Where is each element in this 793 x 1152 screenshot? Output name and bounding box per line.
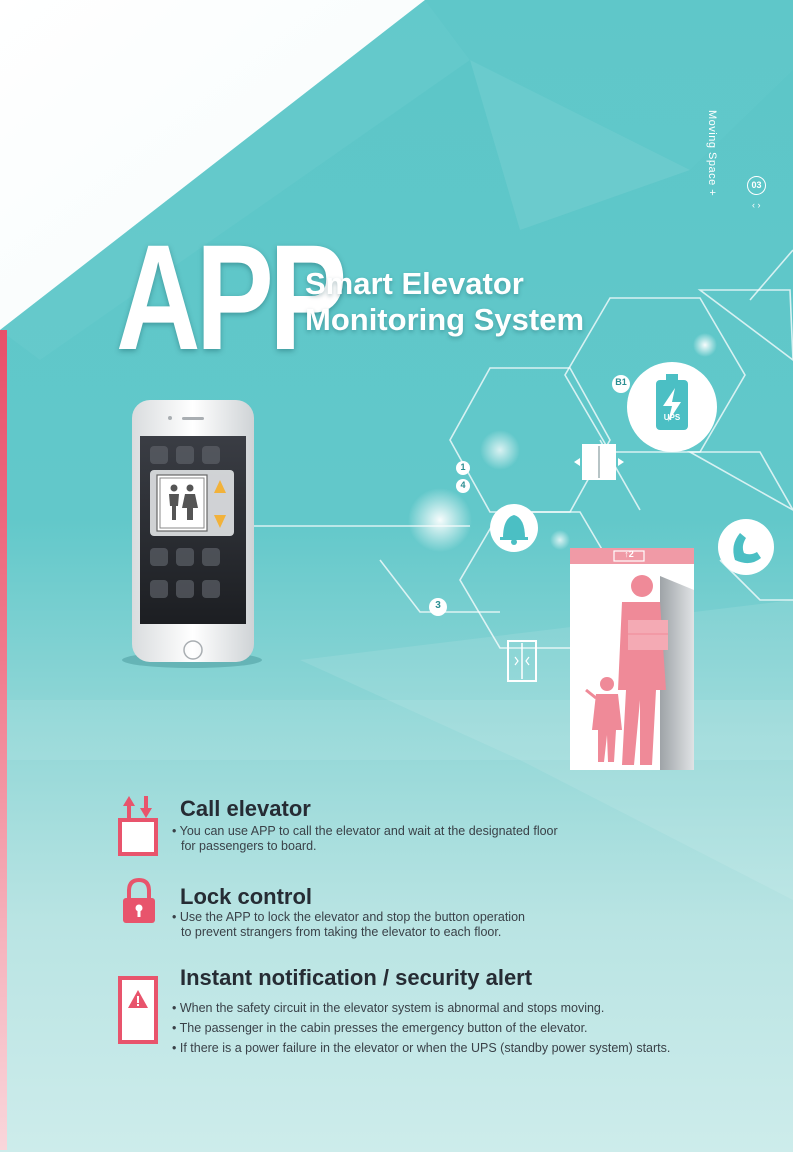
feature-line: • Use the APP to lock the elevator and s… — [172, 910, 525, 924]
badge-b1: B1 — [615, 377, 627, 387]
badge-floor-1: 1 — [460, 462, 466, 472]
phone-call-node — [718, 519, 774, 575]
page-number-badge: 03 — [747, 176, 766, 195]
feature-line: for passengers to board. — [181, 839, 317, 853]
hero-subtitle-line2: Monitoring System — [305, 302, 585, 337]
badge-floor-4: 4 — [460, 480, 466, 490]
sidebar-label: Moving Space + — [706, 110, 718, 197]
warning-alert-icon — [118, 976, 158, 1044]
page-nav-arrows-icon: ‹ › — [752, 200, 761, 210]
feature-title-lock-control: Lock control — [180, 884, 313, 909]
hero-subtitle-line1: Smart Elevator — [305, 266, 524, 301]
hero-subtitle: Smart Elevator Monitoring System — [305, 266, 584, 338]
hero-title: APP — [116, 213, 347, 381]
feature-line: • You can use APP to call the elevator a… — [172, 824, 558, 838]
feature-desc-lock-control: • Use the APP to lock the elevator and s… — [172, 910, 525, 940]
feature-desc-call-elevator: • You can use APP to call the elevator a… — [172, 824, 558, 854]
feature-title-call-elevator: Call elevator — [180, 796, 311, 821]
lock-icon — [123, 877, 155, 923]
elevator-floor-display: ↑2 — [624, 549, 634, 559]
feature-line: • If there is a power failure in the ele… — [172, 1041, 671, 1055]
elevator-car-illustration — [570, 548, 694, 770]
small-door-icon — [507, 640, 537, 682]
call-elevator-icon — [118, 796, 158, 856]
feature-line: • The passenger in the cabin presses the… — [172, 1021, 588, 1035]
feature-line: • When the safety circuit in the elevato… — [172, 1001, 605, 1015]
smartphone-illustration — [122, 400, 262, 668]
ups-label: UPS — [663, 413, 681, 422]
feature-title-instant-notification: Instant notification / security alert — [180, 965, 533, 990]
badge-3: 3 — [435, 600, 441, 611]
feature-desc-instant-notification: • When the safety circuit in the elevato… — [172, 998, 670, 1058]
red-accent-strip — [0, 330, 7, 1150]
feature-line: to prevent strangers from taking the ele… — [181, 925, 502, 939]
